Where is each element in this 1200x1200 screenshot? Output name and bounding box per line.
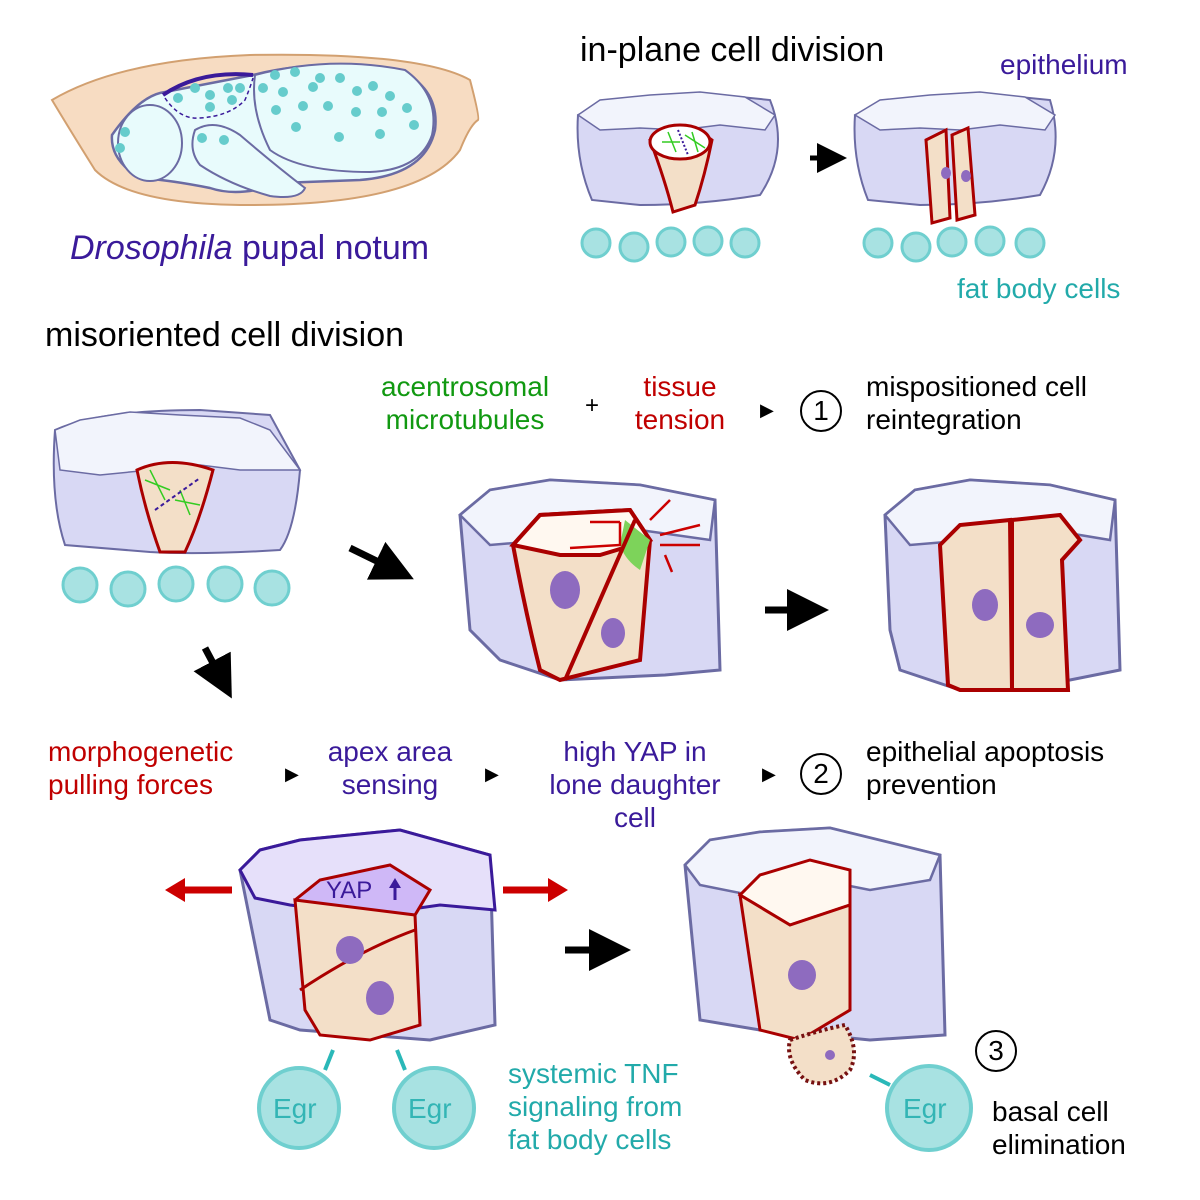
in-plane-tissue-after [853,91,1057,225]
egr-label-3: Egr [903,1093,947,1124]
epithelium-label: epithelium [1000,49,1128,80]
pupa-head [117,104,183,182]
egr-cells-left [257,1066,476,1150]
in-plane-title: in-plane cell division [580,31,885,69]
triangle-arrow-icon: ▶ [762,764,776,784]
plus-sign: + [585,392,600,419]
reintegration-tissue-mid [458,478,722,683]
reintegration-tissue-result [883,478,1122,692]
in-plane-tissue-before [576,91,779,214]
arrow-to-yap [193,646,232,699]
apoptosis-prevention-tissue [683,826,947,1086]
misoriented-tissue [52,408,302,555]
egr-label-1: Egr [273,1093,317,1124]
triangle-arrow-icon: ▶ [485,764,499,784]
step-number-2: 2 [800,753,842,795]
egr-cell-right [885,1064,973,1152]
triangle-arrow-icon: ▶ [760,400,774,420]
yap-tissue [165,828,568,1042]
notum-dashed-boundary [164,77,254,119]
pupa-illustration [50,53,480,207]
egr-arrow-right [869,1073,891,1087]
egr-arrows-left [323,1049,407,1071]
step-number-3: 3 [975,1030,1017,1072]
fat-body-cells-row-1 [580,225,761,263]
fat-body-dots [115,67,419,153]
triangle-arrow-icon: ▶ [285,764,299,784]
yap-label: YAP [326,877,373,904]
misoriented-title: misoriented cell division [45,316,405,354]
fat-body-label: fat body cells [957,273,1121,304]
egr-label-2: Egr [408,1093,452,1124]
step-number-1: 1 [800,390,842,432]
arrow-to-reintegration [348,541,414,580]
fat-body-cells-row-3 [61,565,291,608]
dying-basal-cell [787,1022,856,1086]
fat-body-cells-row-2 [862,225,1046,263]
pupa-abdomen [253,62,435,174]
notum-outline [161,72,254,97]
notum-caption: Drosophila pupal notum [70,229,430,267]
